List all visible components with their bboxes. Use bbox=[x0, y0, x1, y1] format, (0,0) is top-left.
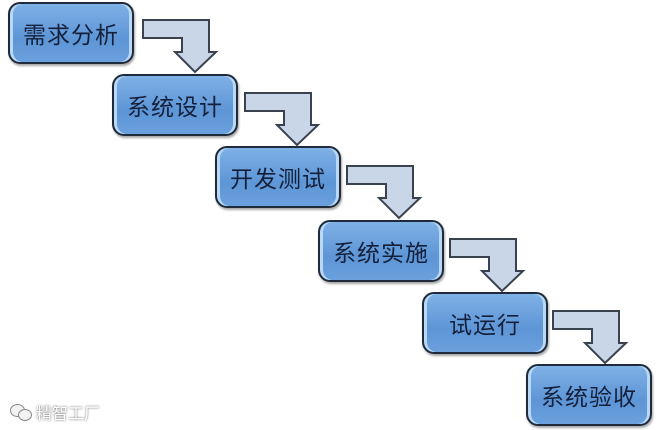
bent-arrow-icon bbox=[346, 165, 423, 220]
watermark: 精智工厂 bbox=[10, 400, 100, 424]
step-label: 系统实施 bbox=[333, 241, 429, 267]
step-box-implementation: 系统实施 bbox=[318, 220, 444, 282]
step-label: 开发测试 bbox=[230, 167, 326, 193]
step-box-design: 系统设计 bbox=[112, 74, 238, 136]
step-box-requirements: 需求分析 bbox=[8, 2, 134, 64]
step-box-trial-run: 试运行 bbox=[422, 292, 548, 354]
step-box-dev-test: 开发测试 bbox=[215, 146, 341, 208]
bent-arrow-icon bbox=[142, 19, 219, 74]
step-label: 系统设计 bbox=[127, 95, 223, 121]
step-label: 系统验收 bbox=[541, 385, 637, 411]
watermark-text: 精智工厂 bbox=[36, 404, 101, 423]
step-box-acceptance: 系统验收 bbox=[526, 364, 652, 426]
bent-arrow-icon bbox=[552, 310, 629, 365]
step-label: 需求分析 bbox=[23, 23, 119, 49]
wechat-icon bbox=[10, 404, 32, 421]
step-label: 试运行 bbox=[449, 313, 521, 339]
bent-arrow-icon bbox=[244, 92, 321, 147]
bent-arrow-icon bbox=[449, 238, 526, 293]
